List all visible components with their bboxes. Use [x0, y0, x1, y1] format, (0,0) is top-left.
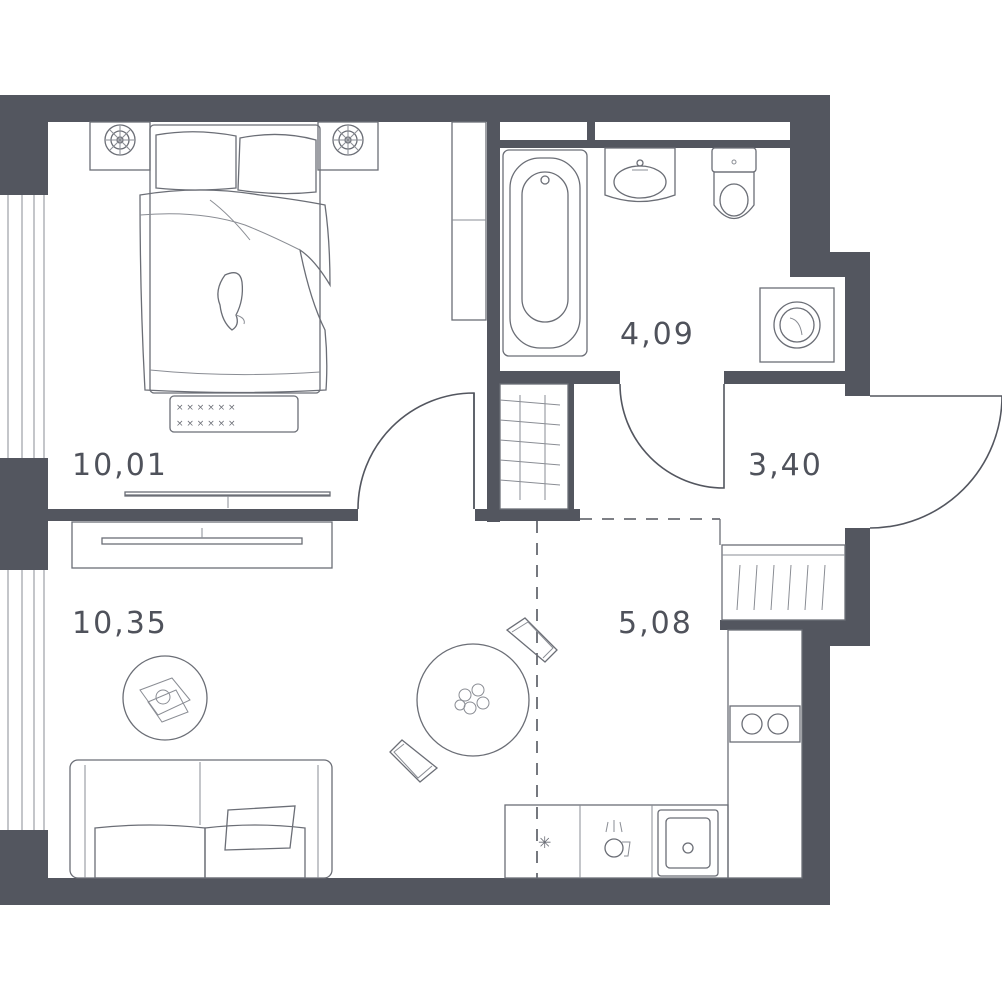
wall-closet-right [568, 384, 574, 509]
svg-text:✳: ✳ [538, 833, 551, 852]
entrance-wardrobe [721, 544, 846, 621]
closet-shelving [499, 383, 569, 510]
doors [357, 383, 1002, 878]
flowers-icon [454, 683, 490, 715]
bed-bench [169, 395, 299, 433]
wall-bathroom-top-inner [500, 140, 790, 148]
wall-left-middle [0, 458, 48, 570]
wall-closet-bottom [475, 509, 580, 521]
area-label-bathroom: 4,09 [620, 317, 695, 352]
sofa-cushion-right [204, 824, 306, 879]
wall-left-upper [0, 95, 48, 195]
wall-right-upper [802, 95, 830, 252]
bed-frame [149, 124, 321, 394]
svg-text:× × × × × ×: × × × × × × [176, 419, 236, 429]
lamp-right-icon [332, 124, 364, 156]
counter-right [727, 629, 803, 879]
wall-bathroom-bottom-right [724, 371, 870, 384]
dining-table [416, 643, 530, 757]
area-labels: 10,01 10,35 4,09 3,40 5,08 [72, 317, 823, 641]
pillow-left [155, 131, 237, 191]
bench-pattern: × × × × × × × × × × × × [176, 403, 236, 429]
window-bedroom [6, 195, 48, 458]
dishwasher-icon [604, 820, 631, 858]
wall-bathroom-right [790, 122, 802, 277]
area-label-kitchen: 5,08 [618, 606, 693, 641]
windows [6, 195, 48, 830]
kitchen-furniture: ✳ [389, 617, 803, 879]
walls [0, 95, 870, 905]
pillow-right [237, 133, 317, 195]
tv-stand [71, 521, 333, 569]
area-label-hallway: 3,40 [748, 448, 823, 483]
door-bedroom [357, 392, 475, 510]
blanket [139, 189, 331, 394]
wall-bathroom-bottom-left [487, 371, 620, 384]
fridge-icon: ✳ [538, 833, 551, 852]
throw-pillow [224, 805, 296, 851]
wall-bathroom-niche [587, 122, 595, 140]
bathroom-fixtures [502, 147, 835, 363]
wall-right-lower [802, 620, 830, 905]
sink-icon [604, 147, 676, 203]
counter-bottom [504, 804, 729, 879]
magazines-icon [139, 677, 191, 723]
sofa-cushion-left [94, 824, 206, 879]
chair-top [505, 617, 558, 663]
nightstand-right [317, 121, 379, 171]
door-entrance [869, 395, 1002, 529]
cat-icon [217, 272, 245, 331]
wall-bedroom-living [48, 509, 358, 521]
door-bathroom [619, 383, 725, 489]
wall-wardrobe-bottom [720, 620, 802, 630]
area-label-bedroom: 10,01 [72, 448, 168, 483]
wall-bathroom-left [487, 122, 500, 522]
bedroom-wardrobe [451, 121, 487, 321]
lamp-left-icon [104, 124, 136, 156]
tv-living [101, 537, 303, 545]
window-living [6, 570, 48, 830]
bathtub [502, 149, 588, 357]
sofa [69, 759, 333, 879]
toilet-icon [711, 147, 757, 220]
area-label-living: 10,35 [72, 606, 168, 641]
cooktop-icon [729, 705, 801, 743]
living-furniture [69, 521, 333, 879]
kitchen-sink-icon [657, 809, 719, 877]
washing-machine-icon [759, 287, 835, 363]
chair-bottom [389, 739, 439, 783]
coffee-table [122, 655, 208, 741]
bedroom-furniture: × × × × × × × × × × × × [89, 121, 487, 508]
hallway-storage [499, 383, 846, 621]
wall-top [0, 95, 830, 122]
wall-bottom [0, 878, 830, 905]
hangers [736, 564, 826, 611]
svg-text:× × × × × ×: × × × × × × [176, 403, 236, 413]
